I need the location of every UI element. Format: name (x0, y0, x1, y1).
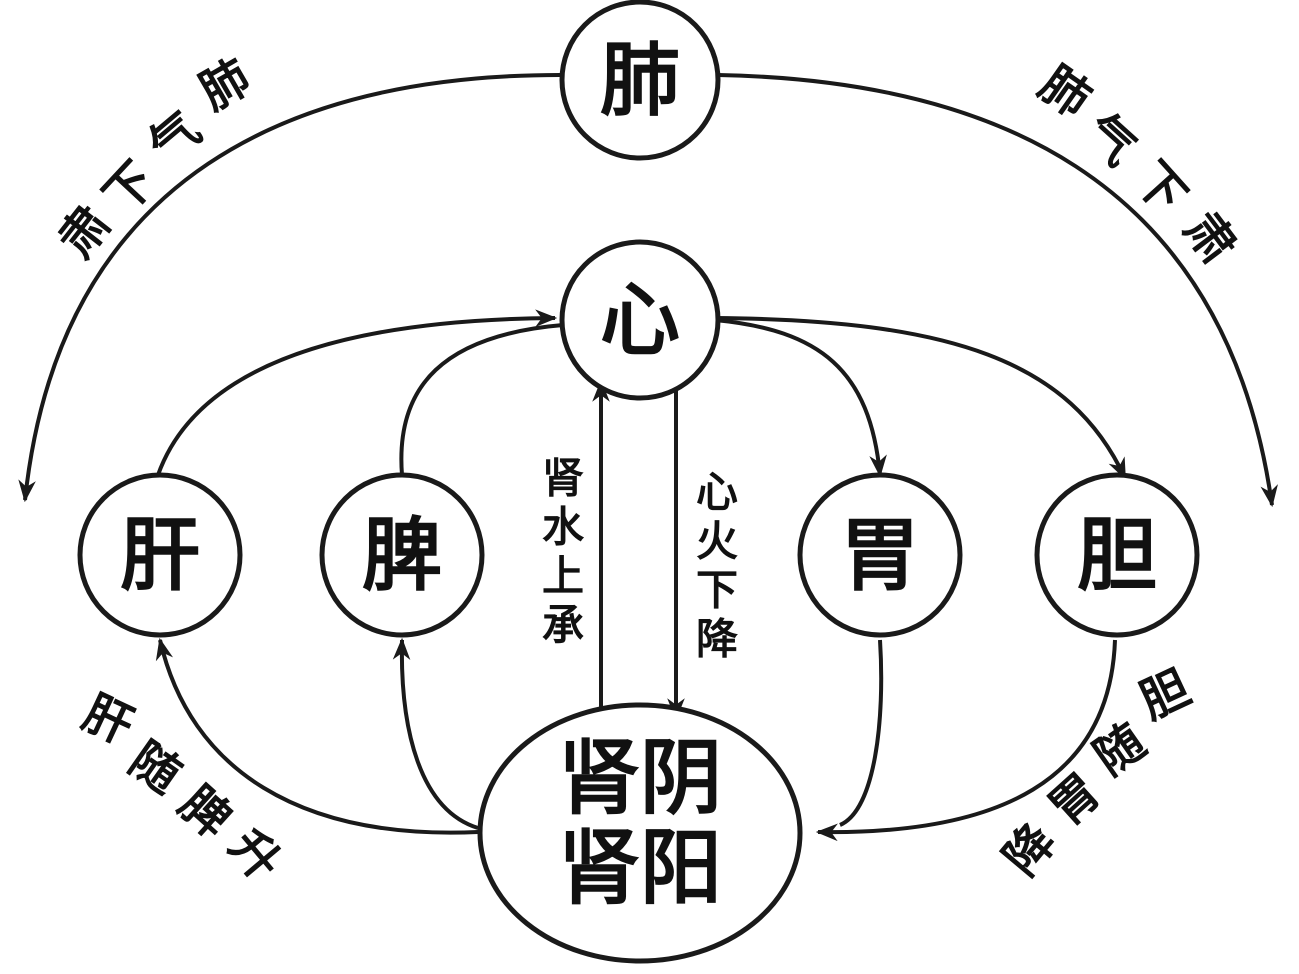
gallbladder-descends-label-char-4: 降 (993, 813, 1067, 887)
kidney-up-label-char-2: 水 (542, 503, 585, 552)
lung-node (559, 0, 721, 161)
arrow-liver-to-heart (156, 309, 558, 476)
kidney-up-label-char-1: 肾 (542, 454, 584, 503)
heart-down-label-char-3: 下 (696, 566, 738, 615)
left-arc-label-char-1: 肺 (190, 49, 260, 122)
stomach-label: 胃 (840, 508, 920, 602)
right-arc-label-char-4: 肃 (1173, 202, 1247, 274)
gallbladder-node (1034, 472, 1200, 638)
right-arc-label-char-1: 肺 (1029, 55, 1100, 128)
liver-node (77, 472, 243, 638)
arrow-kidney-to-spleen (392, 637, 479, 830)
arrow-gallbladder-to-kidney (815, 639, 1117, 842)
arrow-lung-right (717, 73, 1278, 508)
right-arc-label-char-2: 气 (1073, 103, 1146, 177)
liver-rises-label-char-4: 升 (218, 819, 292, 892)
heart-down-label-char-1: 心 (696, 468, 738, 517)
liver-rises-label-char-1: 肝 (74, 684, 141, 755)
stomach-node (797, 472, 963, 638)
liver-label: 肝 (120, 508, 200, 602)
kidney-up-label-char-4: 承 (542, 601, 584, 650)
arrow-heart-to-stomach (714, 318, 887, 478)
kidney-node (477, 702, 803, 964)
liver-rises-label-char-3: 脾 (168, 775, 241, 849)
kidney-yang-label: 肾阳 (558, 820, 722, 916)
left-arc-label-char-2: 气 (139, 101, 212, 175)
heart-down-label-char-2: 火 (696, 517, 738, 566)
heart-down-label-char-4: 降 (696, 615, 738, 664)
gallbladder-descends-label-char-3: 胃 (1038, 763, 1111, 837)
heart-label: 心 (600, 273, 680, 367)
lung-label: 肺 (600, 33, 680, 127)
gallbladder-label: 胆 (1077, 508, 1157, 602)
line-stomach-to-kidney (839, 639, 884, 827)
arrow-lung-left (18, 73, 561, 503)
spleen-node (319, 472, 485, 638)
arrow-kidney-to-liver (155, 637, 479, 835)
liver-rises-label-char-2: 随 (119, 731, 190, 804)
heart-node (559, 239, 721, 401)
kidney-yin-label: 肾阴 (558, 730, 722, 826)
arrow-heart-to-gallbladder (714, 316, 1127, 480)
left-arc-label-char-3: 下 (93, 151, 167, 224)
kidney-up-label-char-3: 上 (542, 552, 584, 601)
gallbladder-descends-label-char-1: 胆 (1131, 659, 1198, 730)
line-spleen-to-heart (399, 323, 564, 476)
spleen-label: 脾 (362, 508, 442, 602)
